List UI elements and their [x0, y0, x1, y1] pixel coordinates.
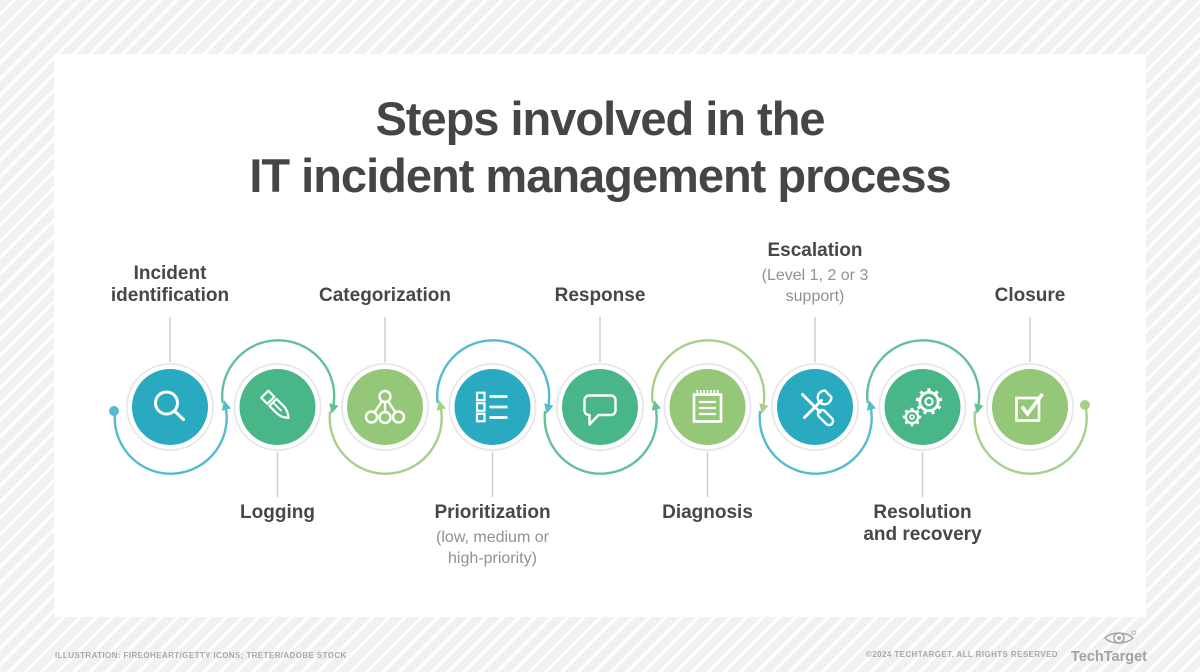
step-label-text: Prioritization	[434, 502, 551, 523]
step-label-response: Response	[490, 285, 710, 307]
tools-icon	[801, 389, 835, 427]
step-sublabel-text: (Level 1, 2 or 3 support)	[761, 267, 869, 305]
flow-arc-9	[973, 402, 1088, 475]
flow-arc-2	[221, 339, 339, 414]
step-circle-diagnosis	[663, 363, 752, 451]
step-label-categorization: Categorization	[275, 285, 495, 307]
flow-arc-5	[543, 400, 662, 475]
step-label-text: Response	[554, 285, 646, 306]
step-circle-resolution-recovery	[878, 363, 967, 451]
step-label-text: Categorization	[319, 285, 451, 306]
flow-arc-7	[758, 400, 877, 475]
step-label-text: Incident identification	[110, 263, 230, 306]
flow-arc-6	[651, 339, 769, 414]
circle-fill	[992, 369, 1068, 445]
techtarget-logo: TechTarget	[1071, 630, 1147, 665]
hierarchy-icon	[364, 389, 406, 425]
step-label-text: Diagnosis	[662, 502, 753, 523]
step-circle-escalation	[771, 363, 859, 451]
flow-start-dot	[109, 406, 119, 416]
speech-bubble-icon	[583, 394, 617, 426]
step-circle-categorization	[341, 363, 429, 451]
page-title-line2: IT incident management process	[249, 149, 951, 202]
pen-icon	[260, 389, 290, 420]
copyright-text: ©2024 TECHTARGET. ALL RIGHTS RESERVED	[866, 650, 1058, 659]
step-label-incident-identification: Incident identification	[100, 263, 240, 307]
page-title-line1: Steps involved in the	[375, 92, 825, 145]
step-label-text: Closure	[994, 285, 1066, 306]
step-label-escalation: Escalation (Level 1, 2 or 3 support)	[740, 240, 890, 307]
eye-icon	[1103, 630, 1137, 644]
label-connectors	[169, 317, 1031, 497]
step-label-diagnosis: Diagnosis	[598, 502, 818, 524]
flow-arc-1	[113, 400, 232, 475]
flow-arcs	[109, 339, 1090, 475]
illustration-credit: ILLUSTRATION: FIREOHEART/GETTY ICONS; TR…	[55, 651, 347, 660]
step-label-text: Escalation	[767, 240, 863, 261]
circle-fill	[562, 369, 638, 445]
step-label-text: Resolution and recovery	[863, 502, 982, 545]
step-sublabel-text: (low, medium or high-priority)	[436, 529, 549, 567]
flow-arc-4	[436, 339, 554, 414]
notepad-icon	[692, 390, 723, 423]
brand-text: TechTarget	[1071, 649, 1147, 665]
step-label-prioritization: Prioritization (low, medium or high-prio…	[418, 502, 568, 569]
footer-right: ©2024 TECHTARGET. ALL RIGHTS RESERVED Te…	[866, 630, 1150, 666]
page-title: Steps involved in the IT incident manage…	[0, 90, 1200, 204]
checkbox-icon	[1015, 392, 1044, 422]
flow-arc-8	[866, 339, 984, 414]
magnifier-icon	[154, 390, 185, 421]
circle-fill	[132, 369, 208, 445]
step-circle-incident-identification	[126, 363, 214, 451]
gears-icon	[902, 388, 943, 427]
flow-arc-3	[328, 400, 447, 475]
step-label-text: Logging	[240, 502, 315, 523]
step-circle-prioritization	[448, 363, 537, 451]
step-label-closure: Closure	[920, 285, 1140, 307]
step-circle-response	[556, 363, 644, 451]
flow-end-dot	[1080, 400, 1090, 410]
step-label-resolution-recovery: Resolution and recovery	[858, 502, 988, 546]
step-circle-closure	[986, 363, 1074, 451]
step-label-logging: Logging	[168, 502, 388, 524]
step-circle-logging	[233, 363, 322, 451]
checklist-icon	[475, 391, 508, 423]
